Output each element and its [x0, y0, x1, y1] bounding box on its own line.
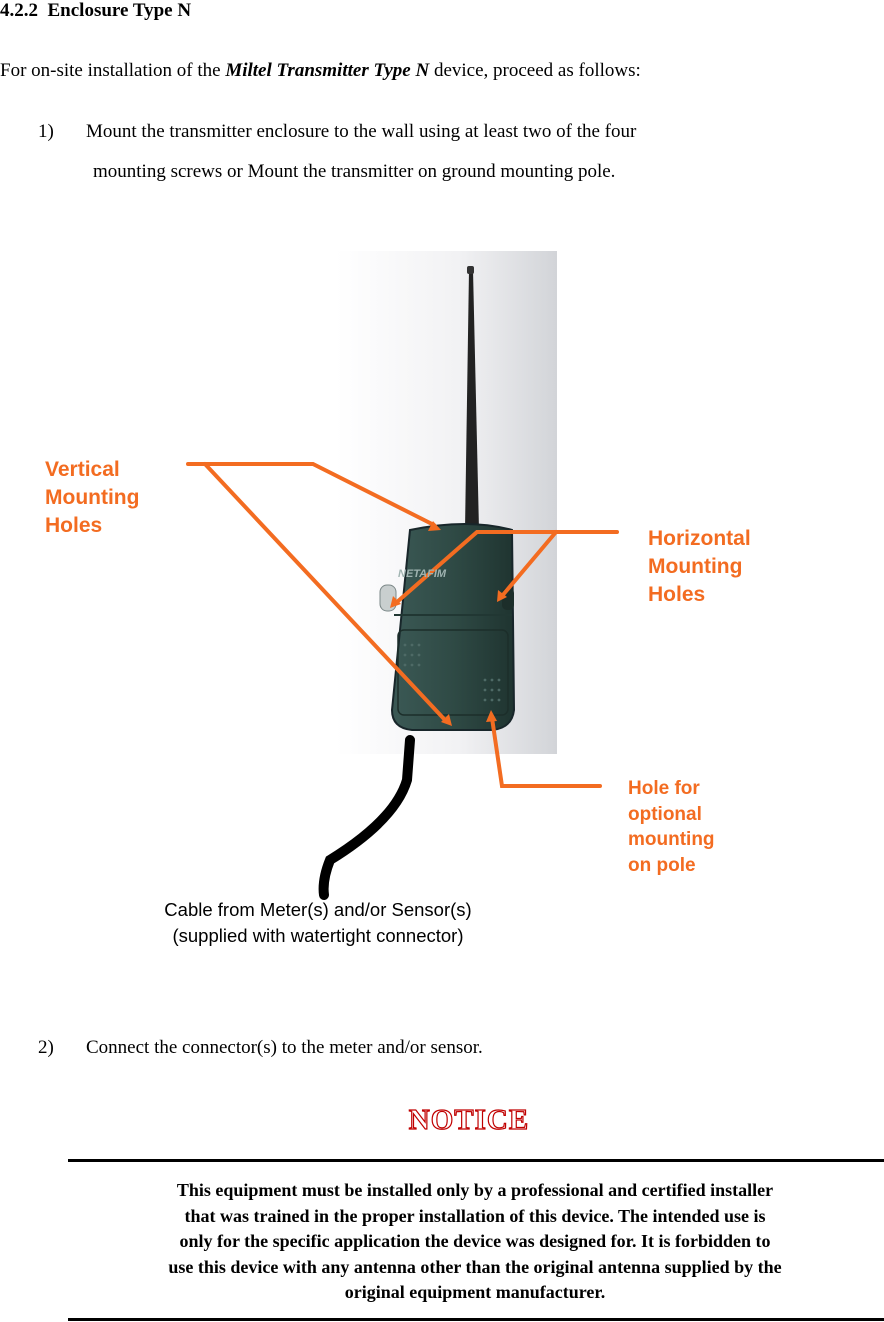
notice-line-5: original equipment manufacturer.: [344, 1282, 606, 1302]
callout-vertical-mounting-holes: Vertical Mounting Holes: [45, 456, 139, 540]
notice-line-1: This equipment must be installed only by…: [176, 1180, 774, 1200]
step-2-text: Connect the connector(s) to the meter an…: [86, 1037, 483, 1058]
callout-horizontal-line-1: Horizontal: [648, 527, 751, 550]
device-photo: [186, 251, 619, 900]
notice-title: NOTICE: [408, 1103, 530, 1136]
callout-pole-mounting-hole: Hole for optional mounting on pole: [628, 776, 715, 878]
intro-text-before: For on-site installation of the: [0, 60, 226, 81]
enclosure-icon: [390, 523, 516, 731]
callout-horizontal-line-3: Holes: [648, 583, 706, 606]
section-title: Enclosure Type N: [47, 0, 192, 21]
notice-top-rule: [68, 1159, 884, 1162]
step-2-number: 2): [38, 1037, 54, 1058]
notice-body: This equipment must be installed only by…: [68, 1178, 882, 1306]
notice-line-2: that was trained in the proper installat…: [184, 1205, 766, 1226]
callout-pole-line-2: optional: [628, 803, 702, 825]
step-1-number: 1): [38, 121, 54, 142]
cable-icon: [318, 735, 415, 900]
antenna-icon: [465, 270, 479, 530]
callout-pole-line-1: Hole for: [628, 778, 700, 799]
callout-pole-line-4: on pole: [628, 854, 696, 876]
intro-text-after: device, proceed as follows:: [429, 60, 641, 81]
notice-line-4: use this device with any antenna other t…: [168, 1256, 782, 1277]
figure: NETAFIM Vertical Mounting Holes Horizont…: [0, 240, 884, 960]
callout-horizontal-line-2: Mounting: [648, 555, 743, 578]
intro-paragraph: For on-site installation of the Miltel T…: [0, 60, 641, 82]
callout-lines: [186, 462, 619, 788]
figure-caption: Cable from Meter(s) and/or Sensor(s) (su…: [118, 897, 518, 949]
notice-bottom-rule: [68, 1318, 884, 1321]
step-1-line-2: mounting screws or Mount the transmitter…: [93, 161, 616, 182]
callout-vertical-line-1: Vertical: [45, 458, 120, 481]
caption-line-2: (supplied with watertight connector): [172, 925, 464, 946]
section-heading: 4.2.2 Enclosure Type N: [0, 0, 191, 22]
callout-vertical-line-3: Holes: [45, 514, 103, 537]
notice-line-3: only for the specific application the de…: [179, 1231, 771, 1251]
device-logo: NETAFIM: [398, 568, 447, 580]
callout-vertical-line-2: Mounting: [45, 486, 140, 509]
step-1-line-1: Mount the transmitter enclosure to the w…: [86, 121, 637, 142]
callout-pole-line-3: mounting: [628, 829, 715, 850]
caption-line-1: Cable from Meter(s) and/or Sensor(s): [164, 899, 472, 920]
arrowheads: [390, 521, 507, 726]
product-name: Miltel Transmitter Type N: [225, 60, 430, 81]
step-1-text: Mount the transmitter enclosure to the w…: [86, 112, 636, 192]
section-number: 4.2.2: [0, 0, 38, 21]
callout-horizontal-mounting-holes: Horizontal Mounting Holes: [648, 525, 751, 609]
